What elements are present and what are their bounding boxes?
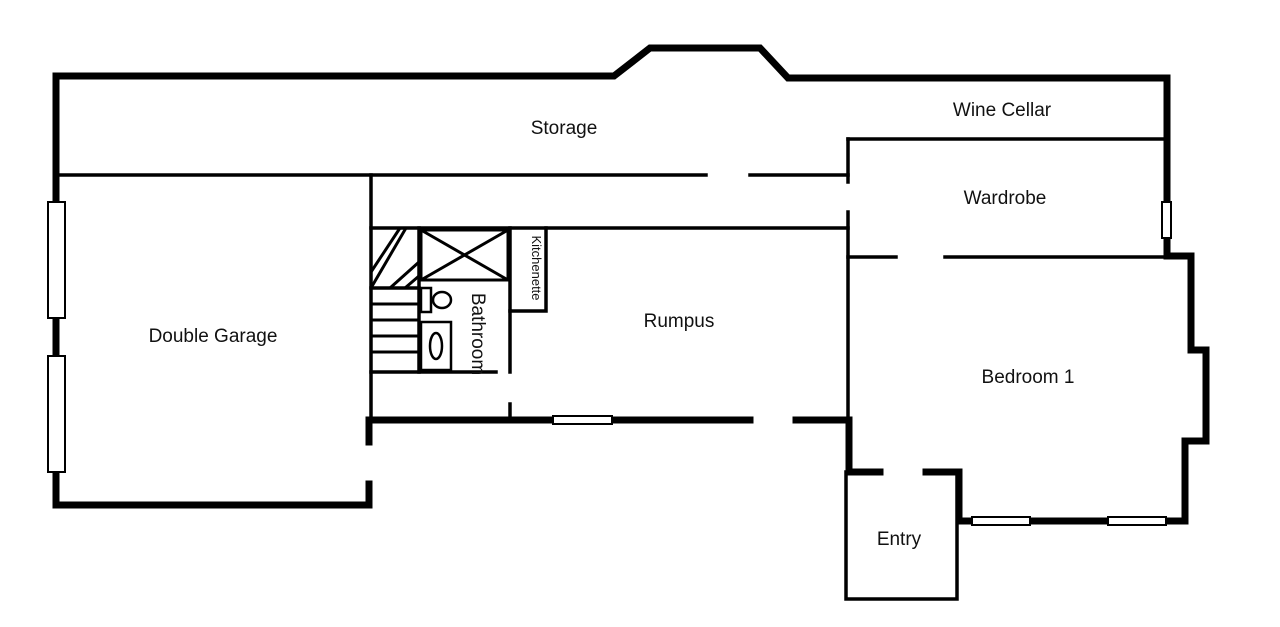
stair-winder — [369, 227, 408, 289]
room-label-entry: Entry — [877, 529, 922, 550]
toilet-bowl-icon — [431, 290, 453, 310]
window-bedroom-left — [971, 516, 1031, 526]
wall-entry — [844, 470, 959, 601]
exterior-wall-entry-west — [792, 416, 884, 476]
exterior-wall-east — [1106, 234, 1210, 525]
windows — [47, 201, 1172, 526]
basin-icon — [428, 331, 444, 361]
void-shaft — [419, 228, 510, 282]
window-garage-upper — [47, 201, 66, 319]
stair-winder — [369, 227, 402, 273]
wall-kitchenette — [508, 226, 548, 313]
room-label-bathroom: Bathroom — [467, 293, 488, 375]
stair-winder — [404, 274, 420, 290]
room-labels: Storage Wine Cellar Wardrobe Double Gara… — [149, 100, 1075, 550]
room-label-wardrobe: Wardrobe — [964, 188, 1047, 209]
exterior-wall-bedroom-entry — [922, 468, 976, 525]
room-label-rumpus: Rumpus — [644, 311, 715, 332]
window-garage-lower — [47, 355, 66, 473]
interior-walls — [54, 137, 1167, 601]
bathroom-fixtures — [419, 286, 453, 372]
exterior-wall-garage-south — [52, 468, 373, 509]
window-wine-cellar — [1161, 201, 1172, 239]
window-rumpus — [552, 415, 613, 425]
exterior-wall-north — [52, 44, 1171, 204]
room-label-storage: Storage — [531, 118, 598, 139]
window-bedroom-right — [1107, 516, 1167, 526]
toilet-cistern — [419, 286, 433, 314]
room-label-kitchenette: Kitchenette — [529, 235, 544, 300]
exterior-walls — [52, 44, 1210, 525]
room-label-wine-cellar: Wine Cellar — [953, 100, 1052, 121]
stair-winder — [388, 260, 421, 290]
basin-vanity — [419, 320, 453, 372]
stairs — [369, 227, 421, 354]
room-label-bedroom-1: Bedroom 1 — [982, 367, 1075, 388]
room-label-double-garage: Double Garage — [149, 326, 278, 347]
